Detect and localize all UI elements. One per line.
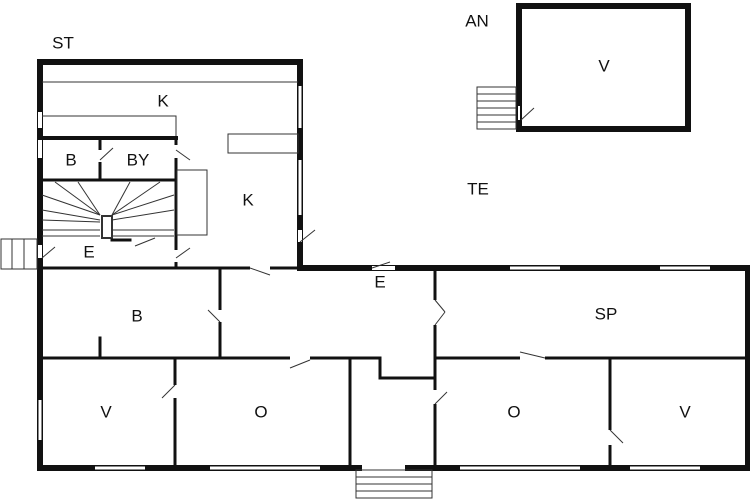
label-v-left: V: [100, 402, 112, 421]
label-v-right: V: [679, 402, 691, 421]
door-swings: [41, 147, 624, 444]
label-e-hall: E: [374, 272, 385, 291]
staircase: [41, 181, 175, 239]
label-st: ST: [52, 33, 74, 52]
room-labels: ST AN TE V K K B BY E E B SP V O O V: [52, 11, 691, 421]
label-annex-room: V: [598, 56, 610, 75]
main-walls: [0, 59, 750, 499]
label-b-small: B: [65, 150, 76, 169]
label-o-left: O: [254, 402, 267, 421]
label-o-right: O: [507, 402, 520, 421]
steps-side: [0, 238, 38, 270]
label-by: BY: [127, 150, 150, 169]
label-k-top: K: [157, 91, 169, 110]
label-b-lower: B: [131, 306, 142, 325]
annex: [476, 3, 691, 132]
label-sp: SP: [595, 304, 618, 323]
label-te: TE: [467, 179, 489, 198]
label-k-main: K: [242, 190, 254, 209]
annex-steps: [476, 86, 517, 130]
steps-entrance: [355, 469, 433, 499]
label-an: AN: [465, 11, 489, 30]
label-e-upper: E: [83, 242, 94, 261]
